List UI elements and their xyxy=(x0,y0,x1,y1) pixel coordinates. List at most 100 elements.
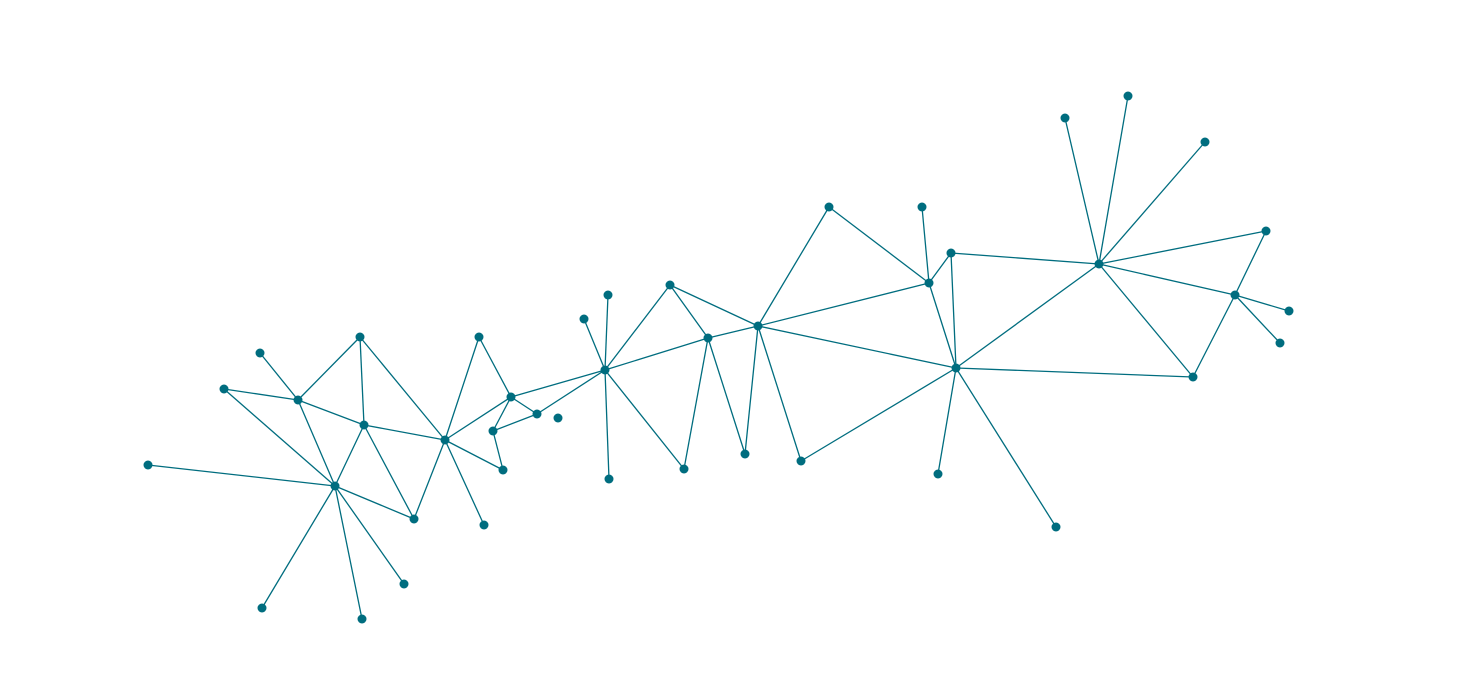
graph-edge xyxy=(1234,230,1267,296)
graph-edge xyxy=(604,369,685,470)
graph-node xyxy=(255,348,265,358)
graph-edge xyxy=(478,336,512,398)
graph-edge xyxy=(1098,263,1194,378)
graph-edge xyxy=(950,252,957,369)
graph-node xyxy=(488,426,498,436)
graph-node xyxy=(532,409,542,419)
graph-edge xyxy=(334,485,415,520)
graph-node xyxy=(933,469,943,479)
graph-node xyxy=(753,321,763,331)
graph-edge xyxy=(444,396,512,441)
graph-edge xyxy=(492,396,512,432)
graph-node xyxy=(355,332,365,342)
graph-edge xyxy=(757,282,930,327)
graph-node xyxy=(1051,522,1061,532)
graph-node xyxy=(409,514,419,524)
graph-edge xyxy=(800,367,957,462)
graph-edge xyxy=(1192,294,1236,378)
graph-edge xyxy=(583,318,606,371)
graph-edge xyxy=(757,325,957,369)
graph-node xyxy=(219,384,229,394)
graph-node xyxy=(474,332,484,342)
graph-node xyxy=(665,280,675,290)
graph-edge xyxy=(363,424,415,520)
graph-edge xyxy=(1098,263,1236,296)
graph-edge xyxy=(259,352,299,401)
graph-edge xyxy=(707,325,759,339)
graph-edge xyxy=(1234,294,1290,312)
graph-node xyxy=(951,363,961,373)
graph-edge xyxy=(297,399,336,487)
edge-layer xyxy=(147,95,1290,620)
graph-edge xyxy=(937,367,957,475)
graph-node xyxy=(917,202,927,212)
graph-node xyxy=(1188,372,1198,382)
graph-node xyxy=(357,614,367,624)
graph-edge xyxy=(604,294,609,371)
graph-node xyxy=(330,481,340,491)
graph-node xyxy=(579,314,589,324)
graph-edge xyxy=(536,369,606,415)
graph-node xyxy=(703,333,713,343)
graph-edge xyxy=(223,388,299,401)
graph-node xyxy=(257,603,267,613)
graph-edge xyxy=(334,424,365,487)
graph-edge xyxy=(950,252,1100,265)
graph-edge xyxy=(604,369,610,480)
graph-node xyxy=(399,579,409,589)
graph-edge xyxy=(757,325,802,462)
graph-node xyxy=(946,248,956,258)
graph-edge xyxy=(413,439,446,520)
node-layer xyxy=(143,91,1294,624)
graph-edge xyxy=(334,485,405,585)
graph-edge xyxy=(707,337,746,455)
graph-edge xyxy=(604,284,671,371)
graph-edge xyxy=(147,464,336,487)
graph-edge xyxy=(928,252,952,284)
graph-node xyxy=(740,449,750,459)
graph-edge xyxy=(1234,294,1281,344)
graph-edge xyxy=(444,439,485,526)
graph-node xyxy=(359,420,369,430)
graph-edge xyxy=(828,206,930,284)
graph-edge xyxy=(744,325,759,455)
graph-edge xyxy=(928,282,957,369)
graph-node xyxy=(293,395,303,405)
graph-edge xyxy=(510,369,606,398)
graph-edge xyxy=(669,284,709,339)
graph-node xyxy=(1094,259,1104,269)
graph-edge xyxy=(921,206,930,284)
graph-edge xyxy=(757,206,830,327)
graph-node xyxy=(1123,91,1133,101)
graph-edge xyxy=(359,336,446,441)
graph-edge xyxy=(1064,117,1100,265)
graph-node xyxy=(603,290,613,300)
graph-edge xyxy=(510,396,538,415)
graph-node xyxy=(679,464,689,474)
graph-edge xyxy=(444,336,480,441)
graph-edge xyxy=(492,413,538,432)
graph-node xyxy=(604,474,614,484)
graph-edge xyxy=(334,485,363,620)
graph-edge xyxy=(955,367,1194,378)
graph-node xyxy=(924,278,934,288)
graph-node xyxy=(553,413,563,423)
graph-edge xyxy=(955,263,1100,369)
graph-edge xyxy=(604,337,709,371)
graph-node xyxy=(1230,290,1240,300)
graph-edge xyxy=(1098,95,1129,265)
graph-edge xyxy=(444,439,504,471)
graph-edge xyxy=(1098,141,1206,265)
graph-node xyxy=(1200,137,1210,147)
graph-edge xyxy=(363,424,446,441)
graph-edge xyxy=(683,337,709,470)
graph-node xyxy=(1261,226,1271,236)
graph-node xyxy=(440,435,450,445)
graph-node xyxy=(1060,113,1070,123)
graph-node xyxy=(498,465,508,475)
graph-edge xyxy=(1098,230,1267,265)
graph-node xyxy=(1275,338,1285,348)
graph-edge xyxy=(669,284,759,327)
graph-node xyxy=(796,456,806,466)
